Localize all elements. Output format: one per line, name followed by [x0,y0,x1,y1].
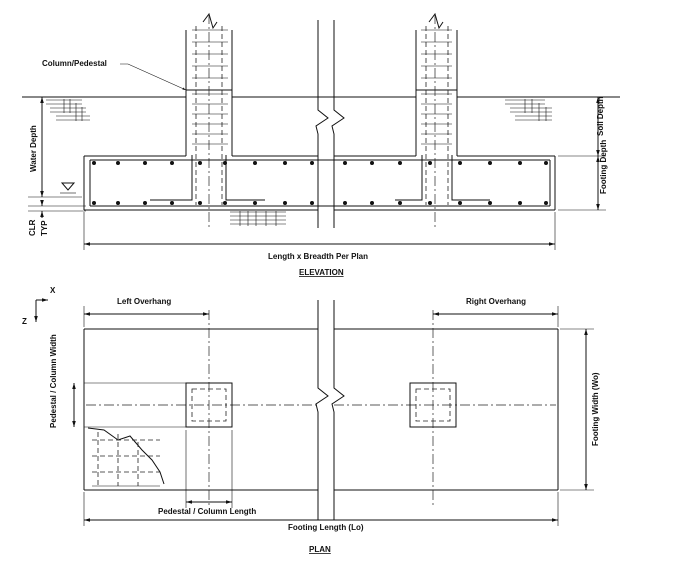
column-pedestal-label: Column/Pedestal [42,59,107,68]
soil-hatch-bottom [230,211,286,226]
plan-left-pedestal [84,382,233,428]
footing-width-label: Footing Width (Wo) [591,372,600,446]
plan-title: PLAN [309,545,331,554]
soil-hatch-right [505,99,552,121]
break-line-plan [315,300,345,520]
soil-hatch-left [46,99,90,121]
length-breadth-label: Length x Breadth Per Plan [268,252,368,261]
left-overhang-label: Left Overhang [117,297,171,306]
break-line-elevation [315,20,345,228]
axis-z-label: Z [22,317,27,326]
pedestal-width-label: Pedestal / Column Width [49,334,58,428]
rebar-mesh-cutaway [87,427,165,487]
typ-label: TYP [40,220,49,236]
right-overhang-label: Right Overhang [466,297,526,306]
right-pedestal [395,12,490,230]
plan-view: X Z [22,286,600,554]
elevation-title: ELEVATION [299,268,344,277]
soil-depth-label: Soil Depth [596,96,605,136]
clr-label: CLR [28,219,37,236]
water-depth-label: Water Depth [29,125,38,172]
plan-right-pedestal [409,382,457,428]
pedestal-length-label: Pedestal / Column Length [158,507,256,516]
footing-length-label: Footing Length (Lo) [288,523,364,532]
axis-x-label: X [50,286,56,295]
left-pedestal [150,12,265,230]
footing-depth-label: Footing Depth [599,140,608,194]
rebar-dots [92,161,548,205]
soil-depth-text: Soil Depth [596,96,605,136]
elevation-view: Column/Pedestal Water Depth CLR TYP Soil… [22,12,620,277]
